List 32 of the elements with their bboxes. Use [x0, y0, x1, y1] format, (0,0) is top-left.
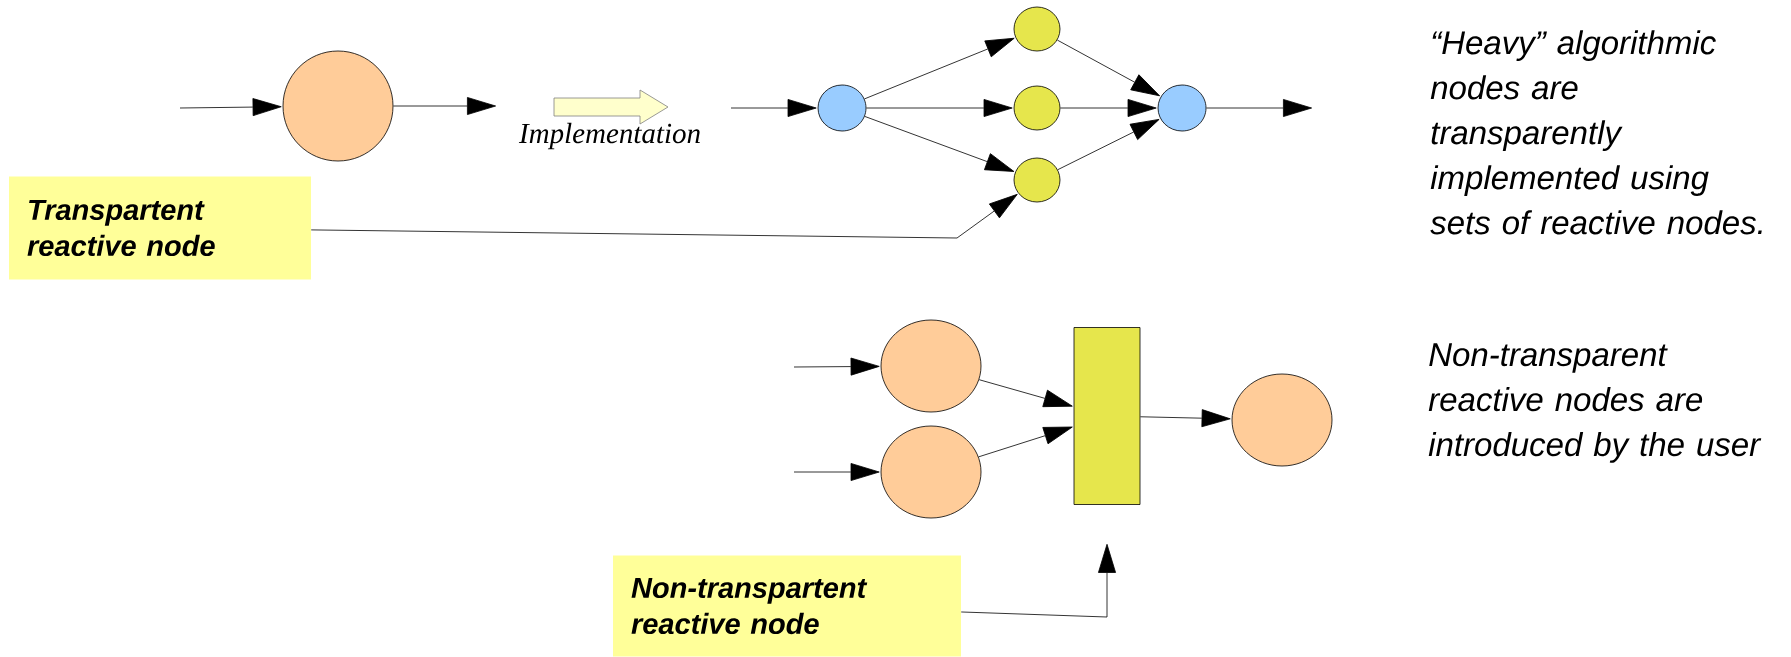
arrow — [1140, 409, 1231, 428]
arrow — [978, 379, 1073, 408]
leader-line — [960, 543, 1116, 618]
arrow — [1206, 99, 1312, 117]
arrow — [393, 97, 496, 115]
callout-box: Non-transpartent reactive node — [613, 555, 961, 657]
circle-node — [1013, 157, 1061, 203]
rectangle-node — [1073, 327, 1141, 505]
circle-node — [880, 425, 982, 519]
arrow — [793, 463, 880, 481]
circle-node — [1013, 6, 1061, 52]
note-text: Non-transparent reactive nodes are introduced by the user — [1428, 343, 1762, 463]
arrow — [864, 37, 1015, 100]
arrow — [179, 98, 282, 117]
leader-line — [310, 193, 1018, 239]
arrow — [1060, 99, 1157, 117]
circle-node — [880, 319, 982, 413]
arrow — [1057, 118, 1160, 171]
circle-node — [1231, 373, 1333, 467]
caption-text: Implementation — [518, 122, 700, 150]
arrow — [864, 116, 1015, 172]
circle-node — [817, 84, 867, 132]
arrow — [866, 99, 1013, 117]
circle-node — [1157, 84, 1207, 132]
circle-node — [282, 50, 394, 162]
arrow — [730, 99, 817, 117]
arrow — [793, 357, 880, 376]
note-text: “Heavy” algorithmic nodes are transparently implemented using sets of reactive nodes. — [1430, 30, 1762, 235]
callout-box: Transpartent reactive node — [9, 176, 311, 280]
arrow — [978, 426, 1073, 458]
arrow — [1056, 39, 1160, 97]
circle-node — [1013, 85, 1061, 131]
